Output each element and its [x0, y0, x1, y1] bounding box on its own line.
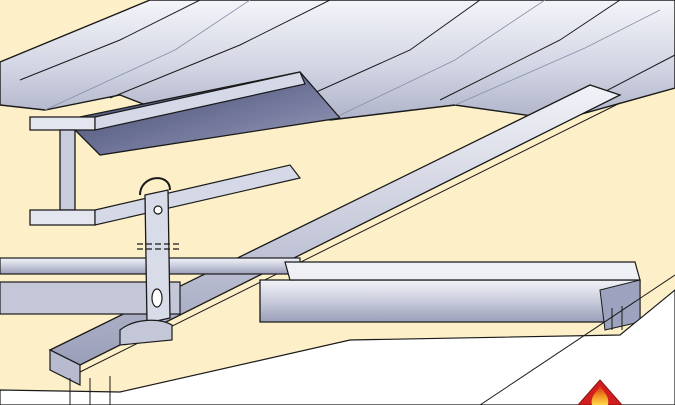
- cross-tee-right: [259, 261, 641, 331]
- diagonal-main-runner: [48, 84, 622, 386]
- fire-warning-icon: [577, 379, 623, 405]
- corrugated-roof-deck: [0, 0, 675, 123]
- hanger-strap: [119, 177, 180, 346]
- ceiling-panel: [0, 274, 675, 405]
